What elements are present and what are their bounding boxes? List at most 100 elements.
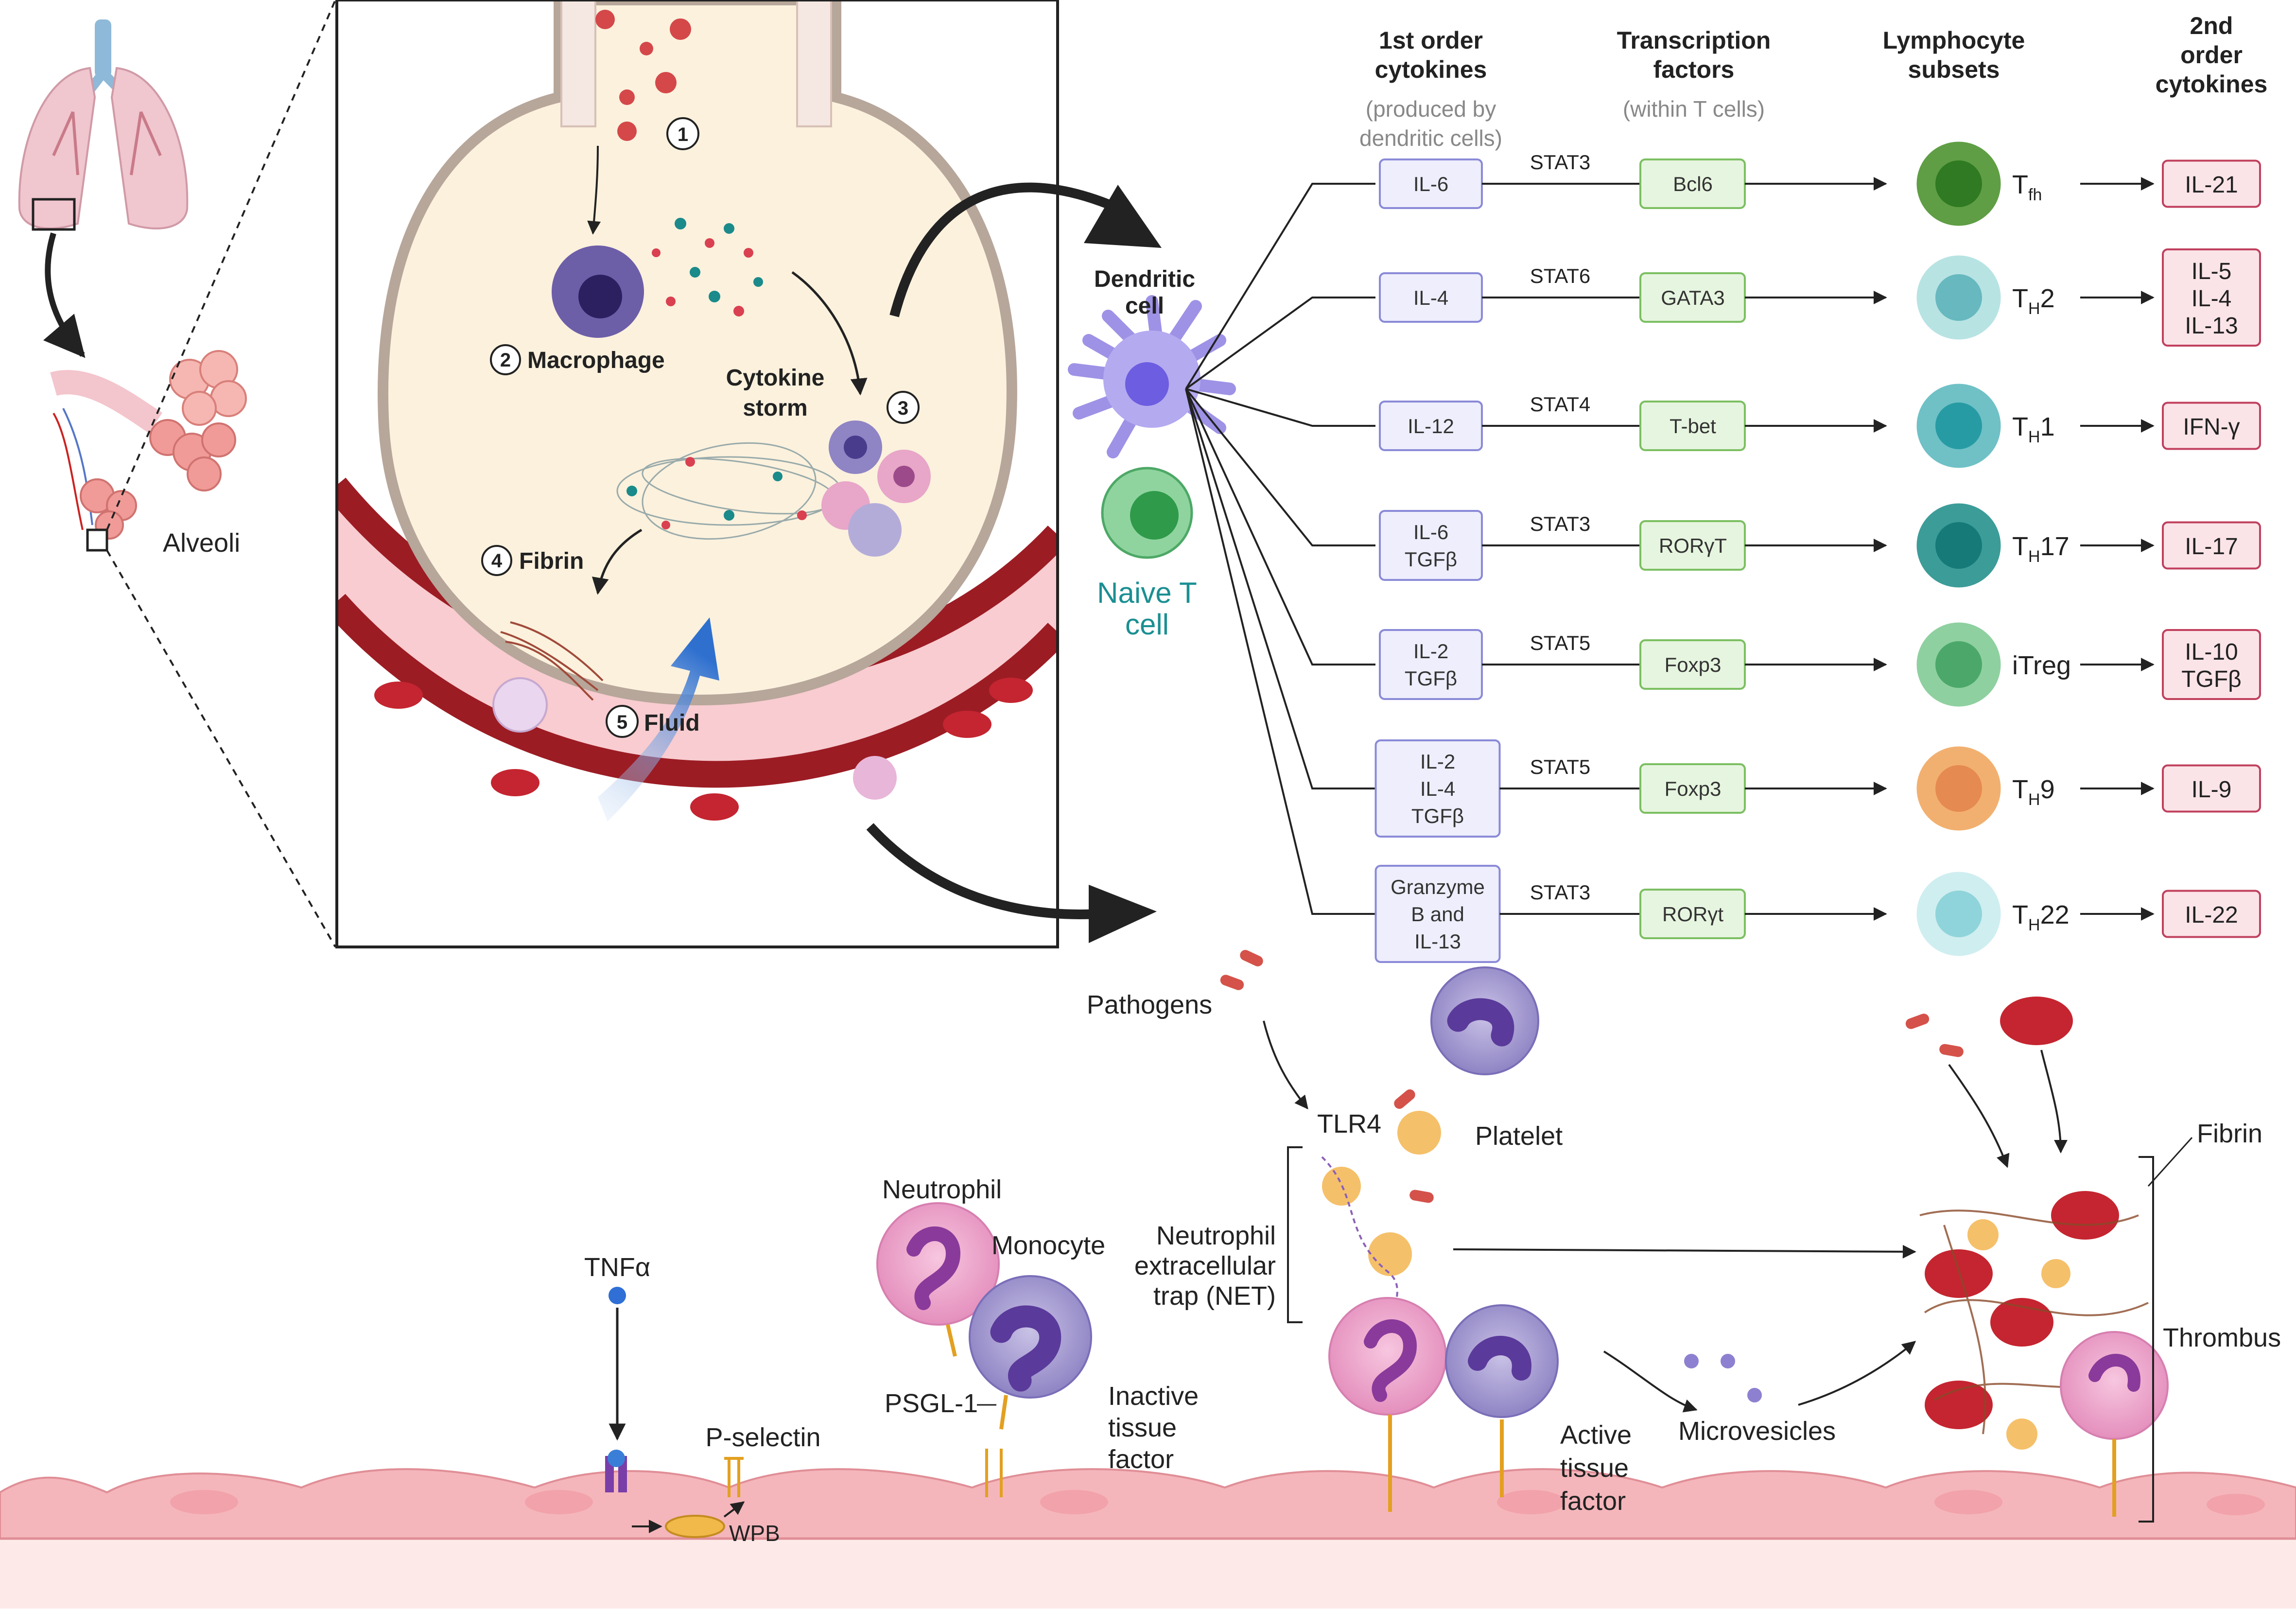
tnf-receptor <box>605 1287 1003 1538</box>
alveoli-illustration <box>50 350 247 552</box>
svg-text:2: 2 <box>500 350 511 371</box>
tf-text: T-bet <box>1670 415 1716 438</box>
arrow-to-dendritic-head <box>1084 185 1162 248</box>
alveoli-zoom-box <box>86 528 108 552</box>
platelet-label: Platelet <box>1475 1121 1563 1151</box>
arrow-to-bottom <box>866 823 1099 919</box>
output-cytokine-text: IFN-γ <box>2183 414 2240 440</box>
inactive-tf-label-1: Inactive <box>1108 1382 1199 1411</box>
dendritic-cell <box>1068 295 1236 458</box>
subset-label: TH9 <box>2012 775 2055 809</box>
subset-label: TH2 <box>2012 284 2055 318</box>
tf-text: Foxp3 <box>1665 777 1722 800</box>
connector-line <box>1185 183 1375 390</box>
lymphocyte-nucleus <box>1935 160 1982 207</box>
output-cytokine-box <box>2162 248 2261 347</box>
pathogen-platelet-cluster <box>1220 950 1916 1512</box>
cytokine-text: IL-4 <box>1420 777 1455 800</box>
tlr4-label: TLR4 <box>1317 1109 1381 1138</box>
cytokine-text: TGFβ <box>1411 805 1464 827</box>
endothelium <box>0 1468 2296 1609</box>
output-cytokine-text: IL-22 <box>2185 902 2238 928</box>
wpb-label: WPB <box>729 1521 780 1546</box>
tf-text: Foxp3 <box>1665 653 1722 676</box>
connector-line <box>1185 388 1375 915</box>
connector-line <box>1185 388 1375 546</box>
svg-text:4: 4 <box>491 550 503 572</box>
connector-line <box>1185 388 1375 427</box>
connector-line <box>1185 297 1375 390</box>
header-out-2: order <box>2180 41 2243 69</box>
tf-text: RORγt <box>1662 903 1723 926</box>
naive-t-cell-label-2: cell <box>1125 608 1169 641</box>
subset-label: iTreg <box>2012 651 2071 680</box>
output-cytokine-text: IL-13 <box>2185 313 2238 339</box>
stat-label: STAT5 <box>1530 631 1590 654</box>
connector-line <box>1185 388 1375 789</box>
cytokine-text: IL-6 <box>1413 521 1448 543</box>
header-subsets-1: Lymphocyte <box>1883 27 2025 54</box>
lymphocyte-nucleus <box>1935 403 1982 449</box>
macrophage-label: Macrophage <box>527 348 665 373</box>
tnfa-label: TNFα <box>584 1253 650 1282</box>
cytokine-text: TGFβ <box>1405 667 1457 690</box>
header-tf-2: factors <box>1653 56 1735 83</box>
lymphocyte-nucleus <box>1935 641 1982 688</box>
svg-text:3: 3 <box>898 398 908 419</box>
dendritic-cell-label-2: cell <box>1125 293 1164 319</box>
output-cytokine-text: IL-10 <box>2185 639 2238 665</box>
lung-zoom-box <box>32 198 76 231</box>
cytokine-text: IL-12 <box>1408 415 1454 438</box>
zoom-line-top <box>106 0 336 530</box>
cytokine-text: IL-6 <box>1413 173 1448 195</box>
zoom-line-bottom <box>106 550 336 947</box>
output-cytokine-box <box>2162 764 2261 813</box>
cytokine-text: TGFβ <box>1405 548 1457 571</box>
pathogens-label: Pathogens <box>1087 990 1212 1019</box>
output-cytokine-text: IL-5 <box>2192 259 2232 284</box>
header-subsets-2: subsets <box>1908 56 2000 83</box>
subset-label: Tfh <box>2012 170 2042 204</box>
naive-t-cell-label-1: Naive T <box>1097 577 1197 609</box>
net-label-1: Neutrophil <box>1156 1221 1276 1250</box>
output-cytokine-text: IL-4 <box>2192 286 2232 312</box>
net-bracket <box>1287 1146 1303 1323</box>
thrombus-bracket <box>2139 1156 2154 1523</box>
tf-text: GATA3 <box>1661 286 1724 309</box>
alveoli-label: Alveoli <box>163 528 240 558</box>
subset-label: TH22 <box>2012 900 2070 934</box>
output-cytokine-box <box>2162 521 2261 570</box>
cytokine-text: B and <box>1411 903 1464 926</box>
step-3-badge: 3 <box>887 391 920 424</box>
net-label-3: trap (NET) <box>1153 1281 1276 1311</box>
active-tf-label-2: tissue <box>1560 1453 1629 1483</box>
stat-label: STAT6 <box>1530 264 1590 287</box>
fibrin-step-label: Fibrin <box>519 548 584 574</box>
thrombus-label: Thrombus <box>2163 1323 2281 1352</box>
dendritic-cell-label-1: Dendritic <box>1094 266 1195 292</box>
active-tf-label-3: factor <box>1560 1487 1626 1516</box>
arrow-to-bottom-head <box>1089 885 1157 943</box>
svg-text:1: 1 <box>678 124 688 145</box>
subset-label: TH1 <box>2012 412 2055 446</box>
arrow-to-dendritic <box>889 182 1110 317</box>
stat-label: STAT5 <box>1530 755 1590 778</box>
cytokine-text: IL-4 <box>1413 286 1448 309</box>
lymphocyte-nucleus <box>1935 765 1982 812</box>
tf-text: RORγT <box>1659 534 1727 557</box>
monocyte-label: Monocyte <box>991 1231 1105 1260</box>
neutrophil-monocyte <box>876 1202 1092 1430</box>
header-cytokines-sub-1: (produced by <box>1366 96 1496 122</box>
step-2-badge: 2 <box>490 344 521 375</box>
output-cytokine-box <box>2162 402 2261 450</box>
p-selectin-label: P-selectin <box>705 1423 820 1452</box>
stat-label: STAT3 <box>1530 151 1590 174</box>
cytokine-text: IL-2 <box>1420 750 1455 773</box>
